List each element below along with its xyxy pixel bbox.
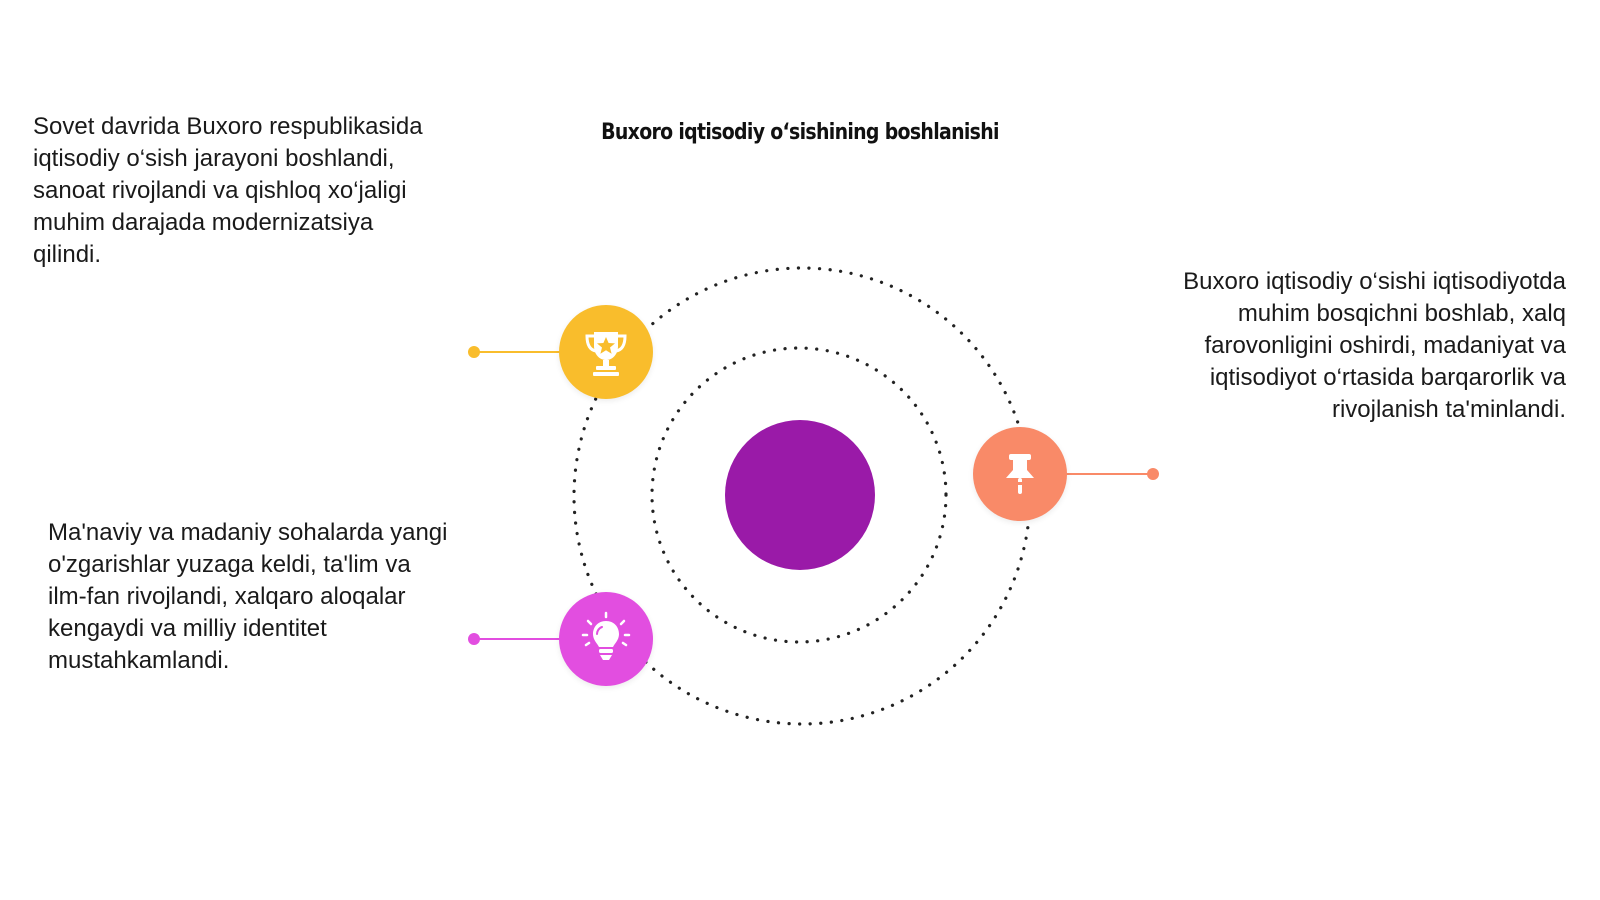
pushpin-icon — [1006, 454, 1034, 494]
connector-dot-trophy — [468, 346, 480, 358]
pushpin-node — [973, 427, 1067, 521]
text-block-right: Buxoro iqtisodiy o‘sishi iqtisodiyotda m… — [1183, 268, 1566, 423]
center-circle — [725, 420, 875, 570]
lightbulb-node — [559, 592, 653, 686]
trophy-icon — [585, 332, 627, 376]
lightbulb-icon — [581, 611, 631, 660]
inner-orbit-ring — [650, 346, 948, 644]
diagram-title: Buxoro iqtisodiy o‘sishining boshlanishi — [601, 120, 999, 145]
text-block-top-left: Sovet davrida Buxoro respublikasida iqti… — [33, 113, 423, 268]
connector-dot-pin — [1147, 468, 1159, 480]
text-block-bottom-left: Ma'naviy va madaniy sohalarda yangi o'zg… — [48, 519, 448, 674]
trophy-node — [559, 305, 653, 399]
connector-dot-bulb — [468, 633, 480, 645]
